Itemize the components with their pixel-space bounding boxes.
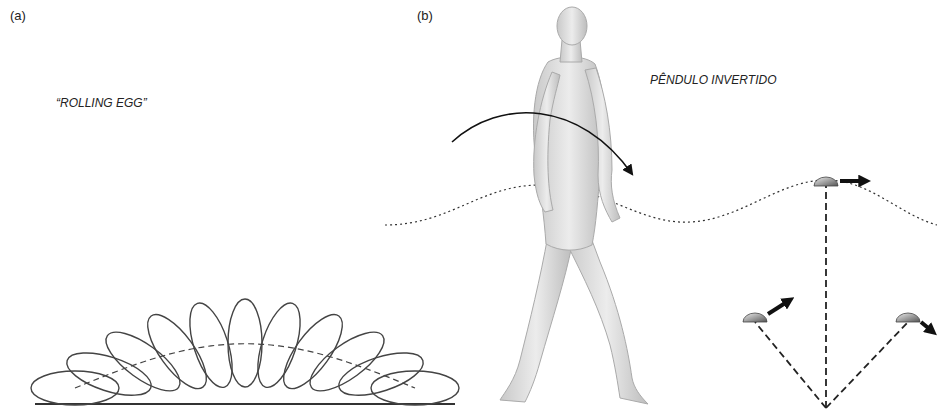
egg-outline <box>249 298 309 392</box>
ground-line <box>35 403 455 405</box>
rolling-eggs <box>31 298 459 405</box>
com-trajectory <box>385 180 937 225</box>
egg-outline <box>62 344 156 404</box>
egg-outline <box>228 299 262 387</box>
egg-outline <box>181 298 241 392</box>
rotation-arrow <box>452 113 632 174</box>
figure-title: “ROLLING EGG” <box>56 96 147 110</box>
egg-outline <box>334 344 428 404</box>
egg-outline <box>137 306 216 397</box>
panel-letter: (a) <box>10 8 26 24</box>
figure-title: PÊNDULO INVERTIDO <box>650 73 776 87</box>
walking-figure <box>500 7 648 404</box>
inverted-pendulum <box>743 177 933 408</box>
panel-letter: (b) <box>417 8 433 24</box>
egg-trajectory <box>75 344 415 388</box>
